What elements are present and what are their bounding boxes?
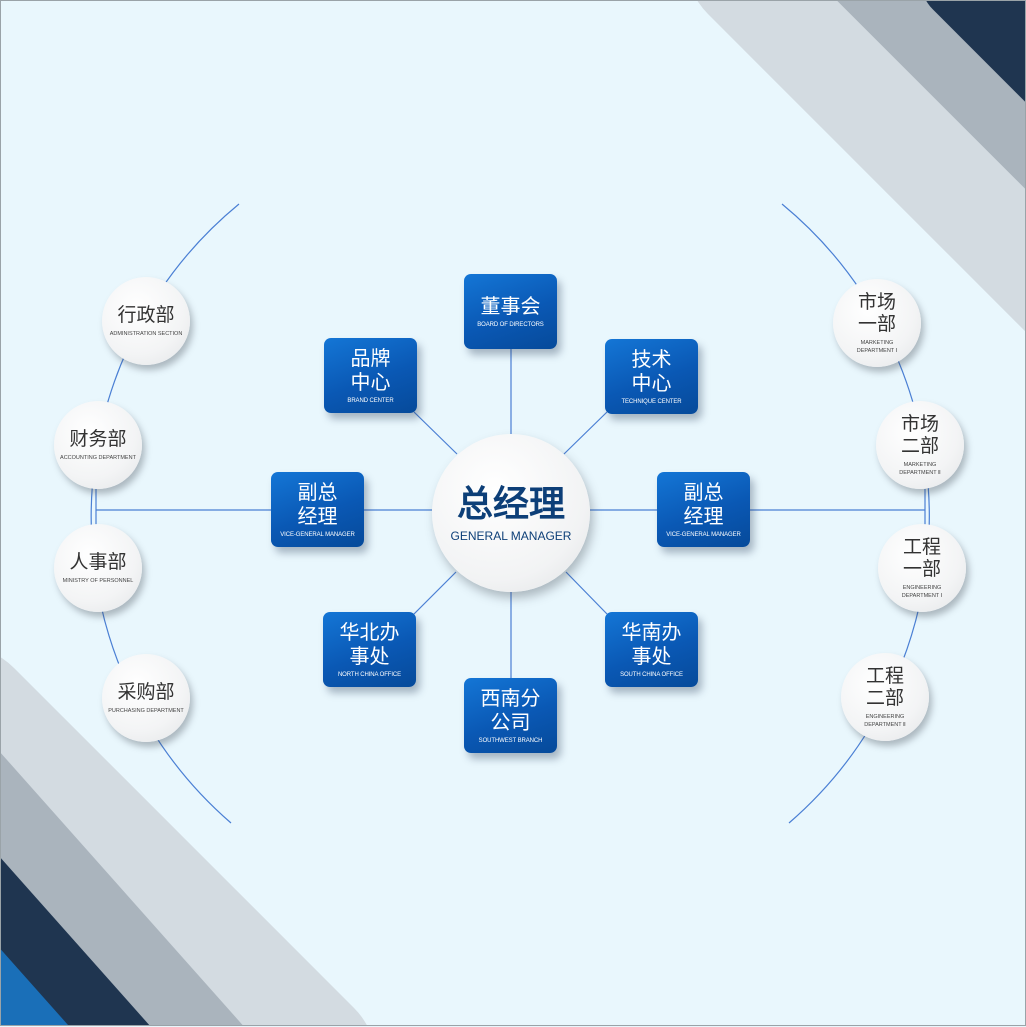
marketing-department-2-node[interactable]: 市场二部 MARKETING DEPARTMENT Ⅱ	[876, 401, 964, 489]
south-china-office-node[interactable]: 华南办事处 SOUTH CHINA OFFICE	[605, 612, 698, 687]
decor-band	[837, 1, 1025, 189]
general-manager-node[interactable]: 总经理 GENERAL MANAGER	[432, 434, 590, 592]
node-subtitle: ENGINEERING DEPARTMENT Ⅰ	[901, 584, 943, 599]
node-subtitle: MARKETING DEPARTMENT Ⅱ	[899, 461, 941, 476]
node-title: 工程二部	[865, 665, 904, 709]
marketing-department-1-node[interactable]: 市场一部 MARKETING DEPARTMENT Ⅰ	[833, 279, 921, 367]
technique-center-node[interactable]: 技术中心 TECHNIQUE CENTER	[605, 339, 698, 414]
north-china-office-node[interactable]: 华北办事处 NORTH CHINA OFFICE	[323, 612, 416, 687]
link-brand	[413, 411, 458, 455]
node-title: 副总经理	[297, 482, 338, 528]
node-title: 行政部	[117, 304, 175, 326]
node-title: 市场二部	[900, 413, 939, 457]
purchasing-department-node[interactable]: 采购部 PURCHASING DEPARTMENT	[102, 654, 190, 742]
decor-band	[697, 1, 1025, 332]
accounting-department-node[interactable]: 财务部 ACCOUNTING DEPARTMENT	[54, 401, 142, 489]
node-title: 人事部	[69, 551, 127, 573]
node-title: 华南办事处	[621, 622, 682, 668]
engineering-department-1-node[interactable]: 工程一部 ENGINEERING DEPARTMENT Ⅰ	[878, 524, 966, 612]
node-subtitle: BOARD OF DIRECTORS	[477, 322, 544, 328]
node-subtitle: VICE-GENERAL MANAGER	[280, 532, 355, 538]
link-south	[565, 571, 608, 615]
brand-center-node[interactable]: 品牌中心 BRAND CENTER	[324, 338, 417, 413]
node-title: 西南分公司	[480, 688, 541, 734]
node-subtitle: SOUTHWEST BRANCH	[478, 738, 543, 744]
decor-band	[1, 949, 69, 1025]
node-subtitle: SOUTH CHINA OFFICE	[620, 672, 683, 678]
link-north	[413, 571, 457, 615]
node-subtitle: MARKETING DEPARTMENT Ⅰ	[856, 339, 898, 354]
link-tech	[563, 411, 608, 455]
node-title: 董事会	[480, 296, 541, 318]
decor-band	[1, 753, 243, 1025]
vice-general-manager-right-node[interactable]: 副总经理 VICE-GENERAL MANAGER	[657, 472, 750, 547]
node-subtitle: GENERAL MANAGER	[450, 529, 572, 543]
node-title: 华北办事处	[339, 622, 400, 668]
node-title: 品牌中心	[350, 348, 391, 394]
board-of-directors-node[interactable]: 董事会 BOARD OF DIRECTORS	[464, 274, 557, 349]
node-subtitle: PURCHASING DEPARTMENT	[108, 707, 184, 714]
node-subtitle: MINISTRY OF PERSONNEL	[62, 577, 134, 584]
engineering-department-2-node[interactable]: 工程二部 ENGINEERING DEPARTMENT Ⅱ	[841, 653, 929, 741]
node-subtitle: ENGINEERING DEPARTMENT Ⅱ	[864, 713, 906, 728]
administration-section-node[interactable]: 行政部 ADMINISTRATION SECTION	[102, 277, 190, 365]
decor-band	[926, 1, 1025, 102]
node-title: 市场一部	[857, 291, 896, 335]
node-title: 总经理	[456, 483, 565, 524]
node-subtitle: BRAND CENTER	[347, 398, 394, 404]
right-arc	[781, 203, 930, 824]
southwest-branch-node[interactable]: 西南分公司 SOUTHWEST BRANCH	[464, 678, 557, 753]
node-subtitle: VICE-GENERAL MANAGER	[666, 532, 741, 538]
vice-general-manager-left-node[interactable]: 副总经理 VICE-GENERAL MANAGER	[271, 472, 364, 547]
node-subtitle: ADMINISTRATION SECTION	[109, 330, 183, 337]
node-title: 财务部	[69, 428, 127, 450]
personnel-ministry-node[interactable]: 人事部 MINISTRY OF PERSONNEL	[54, 524, 142, 612]
node-subtitle: TECHNIQUE CENTER	[621, 399, 682, 405]
node-title: 技术中心	[631, 349, 672, 395]
node-title: 工程一部	[902, 536, 941, 580]
node-subtitle: ACCOUNTING DEPARTMENT	[60, 454, 136, 461]
node-title: 采购部	[117, 681, 175, 703]
decor-band	[1, 858, 150, 1025]
node-title: 副总经理	[683, 482, 724, 528]
node-subtitle: NORTH CHINA OFFICE	[337, 672, 402, 678]
